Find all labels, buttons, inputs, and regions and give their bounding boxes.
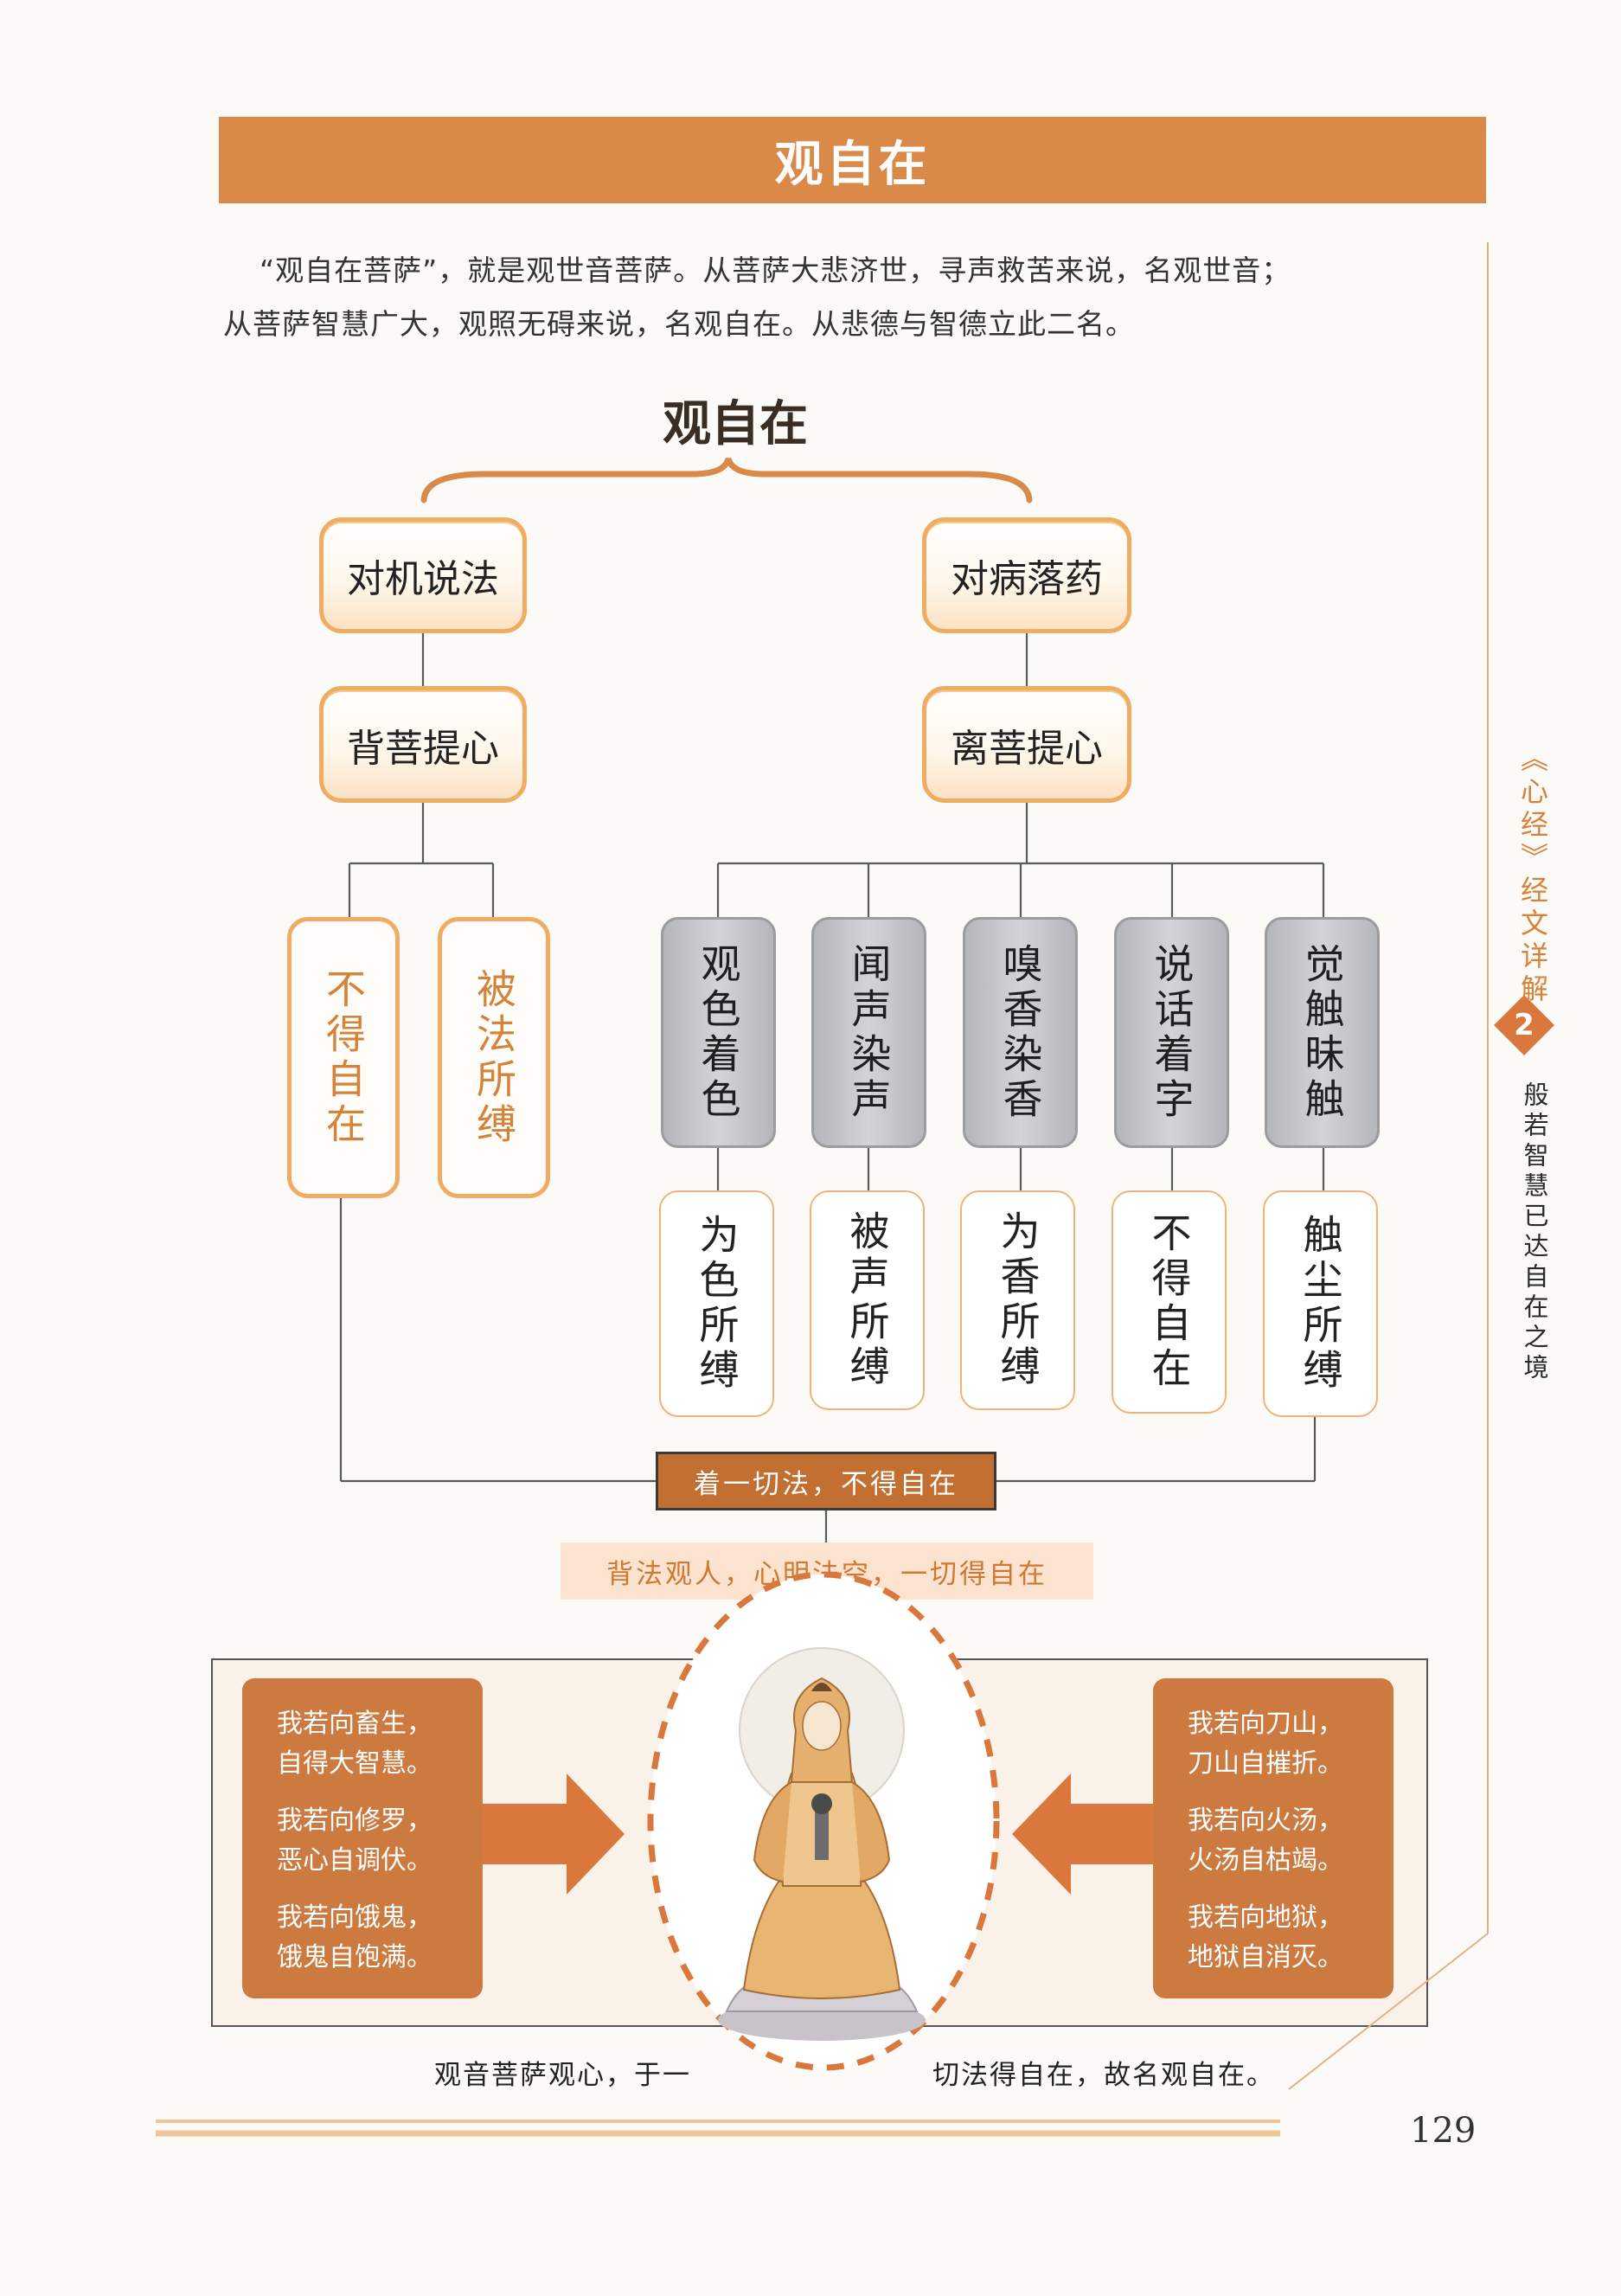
node-bu-de-zi-zai: 不得自在 — [287, 917, 400, 1198]
caption-part-2: 切法得自在，故名观自在。 — [932, 2060, 1275, 2091]
verse-line: 饿鬼自饱满。 — [277, 1942, 432, 1972]
node-label: 闻声染声 — [845, 942, 893, 1123]
section-title: 观自在 — [774, 136, 931, 193]
sense-node: 观色着色 — [661, 917, 776, 1148]
node-label: 为色所缚 — [693, 1214, 740, 1394]
sense-node: 说话着字 — [1114, 917, 1229, 1148]
verse-line: 我若向畜生， — [277, 1709, 432, 1739]
node-dui-bing-luo-yao: 对病落药 — [922, 517, 1131, 633]
guanyin-figure-icon — [718, 1647, 926, 2041]
node-dui-ji-shuo-fa: 对机说法 — [319, 517, 527, 633]
node-label: 被声所缚 — [843, 1210, 891, 1390]
verse-line: 刀山自摧折。 — [1188, 1748, 1343, 1779]
verse-line: 我若向刀山， — [1188, 1709, 1343, 1739]
arrow-left-icon — [1012, 1773, 1154, 1895]
node-label: 背菩提心 — [347, 726, 499, 771]
node-label: 为香所缚 — [994, 1210, 1041, 1390]
result-node: 为香所缚 — [960, 1190, 1075, 1410]
sense-node: 嗅香染香 — [963, 917, 1078, 1148]
verse-stanza: 我若向火汤， 火汤自枯竭。 — [1188, 1801, 1376, 1881]
figure-oval-border — [647, 1571, 1000, 2071]
caption-part-1: 观音菩萨观心，于一 — [434, 2060, 691, 2091]
node-label: 不得自在 — [320, 967, 367, 1148]
node-label: 觉触昧触 — [1298, 942, 1346, 1123]
verse-line: 自得大智慧。 — [277, 1748, 432, 1779]
diagram-root-title: 观自在 — [663, 395, 808, 452]
node-label: 对病落药 — [951, 557, 1103, 601]
verse-line: 地狱自消灭。 — [1188, 1942, 1343, 1972]
node-bei-puti-xin: 背菩提心 — [319, 686, 527, 803]
verse-stanza: 我若向修罗， 恶心自调伏。 — [277, 1801, 465, 1881]
verse-stanza: 我若向地狱， 地狱自消灭。 — [1188, 1898, 1376, 1978]
merge-label: 着一切法，不得自在 — [656, 1452, 996, 1510]
verse-line: 恶心自调伏。 — [277, 1845, 432, 1876]
sense-node: 觉触昧触 — [1265, 917, 1380, 1148]
node-label: 离菩提心 — [951, 726, 1103, 771]
verse-line: 我若向修罗， — [277, 1805, 432, 1836]
node-label: 说话着字 — [1148, 942, 1195, 1123]
arrow-right-icon — [483, 1773, 625, 1895]
result-node: 为色所缚 — [659, 1190, 774, 1417]
node-label: 对机说法 — [347, 557, 499, 601]
verse-stanza: 我若向刀山， 刀山自摧折。 — [1188, 1704, 1376, 1784]
chapter-number: 2 — [1514, 1008, 1535, 1042]
verse-line: 我若向地狱， — [1188, 1902, 1343, 1933]
side-chapter-title: 《心经》经文详解 — [1516, 744, 1549, 1007]
verse-panel-right: 我若向刀山， 刀山自摧折。 我若向火汤， 火汤自枯竭。 我若向地狱， 地狱自消灭… — [1153, 1678, 1394, 1998]
brace-connector — [420, 457, 1033, 503]
intro-line-2: 从菩萨智慧广大，观照无碍来说，名观自在。从悲德与智德立此二名。 — [223, 307, 1135, 341]
side-subtitle: 般若智慧已达自在之境 — [1520, 1081, 1549, 1384]
intro-line-1: “观自在菩萨”，就是观世音菩萨。从菩萨大悲济世，寻声救苦来说，名观世音； — [259, 253, 1291, 287]
node-label: 不得自在 — [1145, 1212, 1193, 1392]
node-bei-fa-suo-fu: 被法所缚 — [438, 917, 550, 1198]
result-node: 触尘所缚 — [1263, 1190, 1378, 1417]
node-label: 触尘所缚 — [1297, 1214, 1344, 1394]
result-node: 不得自在 — [1112, 1190, 1227, 1414]
node-label: 观色着色 — [695, 942, 742, 1123]
verse-stanza: 我若向畜生， 自得大智慧。 — [277, 1704, 465, 1784]
sense-node: 闻声染声 — [811, 917, 926, 1148]
verse-line: 我若向火汤， — [1188, 1805, 1343, 1836]
result-node: 被声所缚 — [810, 1190, 925, 1410]
page-number: 129 — [1410, 2111, 1477, 2151]
verse-line: 火汤自枯竭。 — [1188, 1845, 1343, 1876]
chapter-number-diamond — [1494, 995, 1554, 1055]
verse-panel-left: 我若向畜生， 自得大智慧。 我若向修罗， 恶心自调伏。 我若向饿鬼， 饿鬼自饱满… — [242, 1678, 483, 1998]
node-label: 被法所缚 — [471, 967, 517, 1148]
verse-stanza: 我若向饿鬼， 饿鬼自饱满。 — [277, 1898, 465, 1978]
verse-line: 我若向饿鬼， — [277, 1902, 432, 1933]
section-title-bar: 观自在 — [219, 117, 1486, 203]
node-label: 嗅香染香 — [996, 942, 1044, 1123]
node-li-puti-xin: 离菩提心 — [922, 686, 1131, 803]
